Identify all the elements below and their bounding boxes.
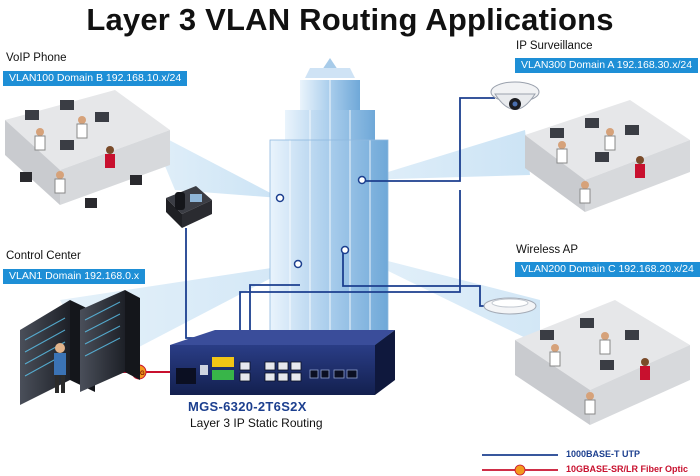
surveillance-label: IP Surveillance <box>516 40 593 52</box>
voip-label: VoIP Phone <box>6 52 67 64</box>
control-center-label: Control Center <box>6 250 81 262</box>
cable-surveillance <box>360 97 495 182</box>
tower-nodes <box>275 175 367 269</box>
cable-uplink-b <box>239 190 461 340</box>
legend-utp-label: 1000BASE-T UTP <box>566 449 641 459</box>
switch-console-ports <box>212 357 234 380</box>
wireless-office-cluster <box>515 300 690 425</box>
node-voip <box>275 193 285 203</box>
switch-sfp-ports <box>309 369 358 379</box>
beam-wireless <box>345 250 540 345</box>
node-wireless <box>340 245 350 255</box>
legend-fiber-label: 10GBASE-SR/LR Fiber Optic <box>566 464 689 474</box>
control-center-racks <box>20 290 140 405</box>
wireless-vlan-tag: VLAN200 Domain C 192.168.20.x/24 <box>515 262 700 277</box>
switch-device <box>170 330 395 395</box>
control-center-vlan-tag: VLAN1 Domain 192.168.0.x <box>3 269 146 284</box>
wireless-ap-label: Wireless AP <box>516 244 578 256</box>
surveillance-vlan-tag: VLAN300 Domain A 192.168.30.x/24 <box>515 58 699 73</box>
surveillance-office-cluster <box>525 100 690 212</box>
utp-cables <box>185 97 495 340</box>
node-surveillance <box>357 175 367 185</box>
technician <box>54 343 66 393</box>
voip-office-cluster <box>5 90 170 208</box>
building-tower <box>269 58 389 376</box>
wireless-ap-icon <box>483 297 537 315</box>
voip-phone-icon <box>166 186 212 228</box>
switch-model: MGS-6320-2T6S2X <box>188 399 307 414</box>
page-title: Layer 3 VLAN Routing Applications <box>86 2 614 37</box>
dome-camera-icon <box>490 81 540 110</box>
voip-workers <box>34 116 115 194</box>
switch-rj45-ports <box>239 361 302 382</box>
voip-vlan-tag: VLAN100 Domain B 192.168.10.x/24 <box>3 71 188 86</box>
legend-fiber-badge-icon <box>514 464 526 476</box>
node-control <box>293 259 303 269</box>
legend <box>482 454 558 476</box>
switch-subtitle: Layer 3 IP Static Routing <box>190 416 323 430</box>
beam-surveillance <box>362 130 530 180</box>
cable-uplink-a <box>249 284 300 340</box>
beam-voip <box>150 130 280 198</box>
